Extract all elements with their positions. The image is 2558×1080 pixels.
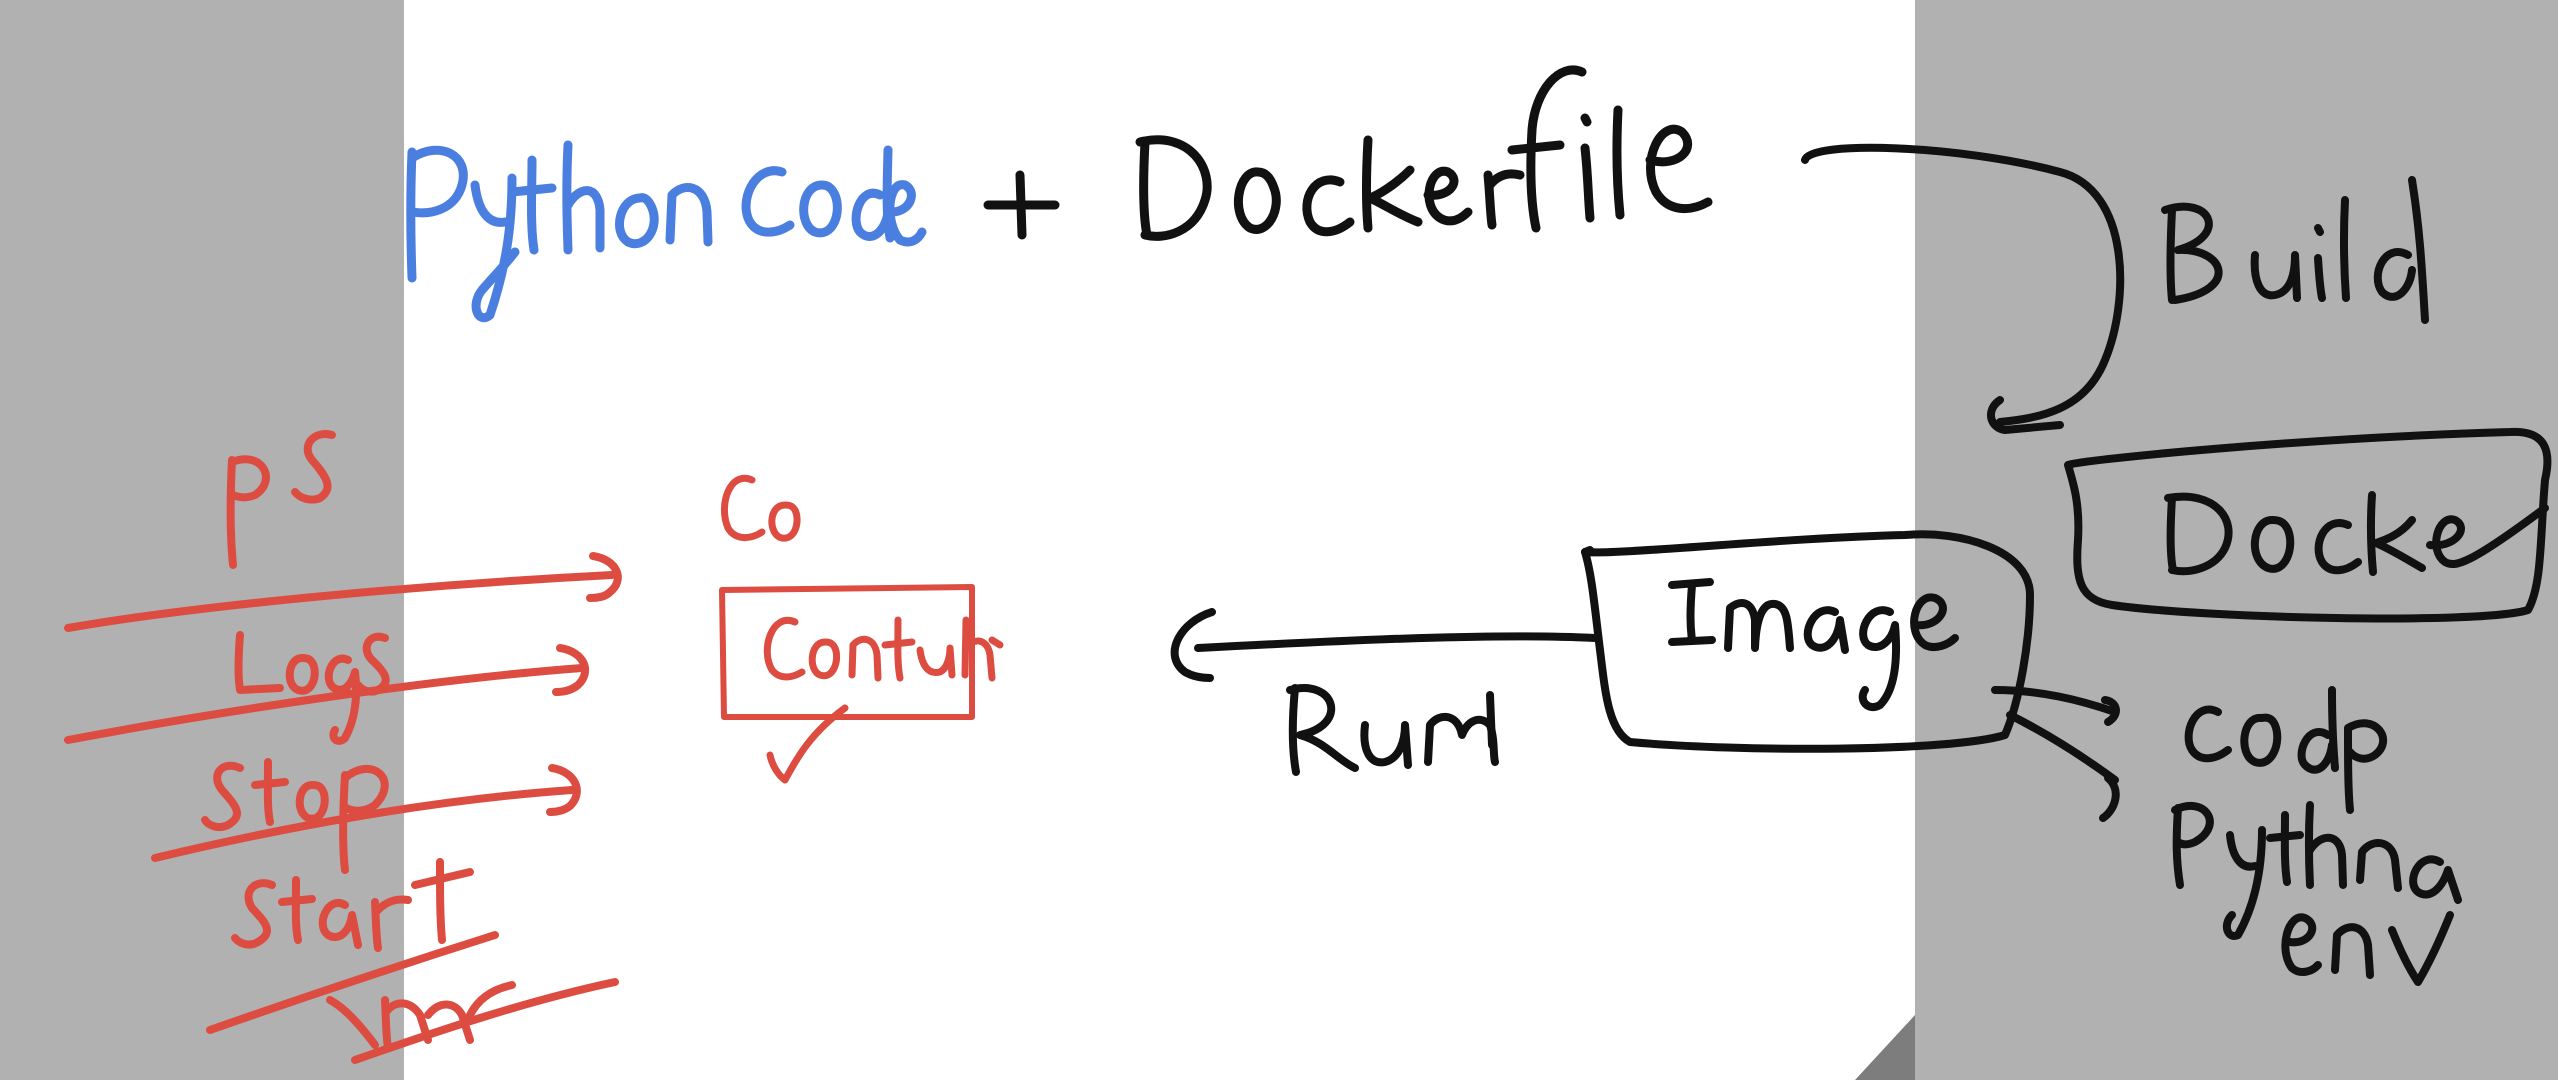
cmd-start-strike (206, 931, 499, 1034)
image-content-python-text: Python (2180, 863, 2263, 891)
image-content-env-text: env (2290, 948, 2334, 976)
command-start-text: start (235, 918, 291, 946)
code-label (2184, 686, 2388, 814)
cmd-ps-arrow (64, 552, 622, 632)
python-label (2171, 801, 2462, 940)
container-text: Container (770, 653, 887, 681)
run-label (1286, 684, 1499, 776)
command-stop-text: stop (205, 798, 257, 826)
image-content-code-text: code (2190, 738, 2248, 766)
diagram-text-layer: Python code + Dockerfile Build Docker Im… (205, 218, 2334, 1051)
image-label (1668, 578, 1959, 712)
page-curl-corner (1855, 1015, 1915, 1080)
docker-text: Docker (2175, 548, 2259, 576)
title-plus-dockerfile-text: + Dockerfile (990, 218, 1138, 246)
title-plus-dockerfile (983, 65, 1713, 241)
docker-box (2064, 427, 2552, 623)
image-contents-arrows (1991, 686, 2120, 822)
cmd-stop-arrow (151, 764, 581, 862)
cmd-start-label (231, 858, 474, 952)
title-python-code (406, 140, 927, 322)
cmd-logs-arrow (64, 644, 590, 744)
container-box (719, 584, 975, 720)
run-arrow (1170, 608, 1599, 682)
env-label (2281, 911, 2454, 986)
co-text: Co (725, 513, 756, 541)
command-rm-text: rm (380, 1023, 413, 1051)
image-box (1581, 530, 2034, 753)
run-text: Run (1300, 748, 1346, 776)
cmd-stop-label (201, 758, 389, 874)
title-python-code-text: Python code (420, 218, 569, 246)
image-text: Image (1680, 618, 1755, 646)
build-text: Build (2175, 278, 2235, 306)
co-label (721, 474, 801, 542)
docker-label (2164, 491, 2549, 576)
build-label (2161, 176, 2429, 324)
whiteboard-page (404, 0, 1915, 1080)
cmd-logs-label (234, 631, 390, 745)
command-logs-text: Logs (240, 668, 295, 696)
command-ps-text: ps (232, 478, 260, 506)
cmd-ps-label (226, 430, 336, 569)
cmd-rm-strike (351, 978, 619, 1064)
container-label (763, 616, 1004, 784)
build-arrow (1801, 143, 2125, 434)
